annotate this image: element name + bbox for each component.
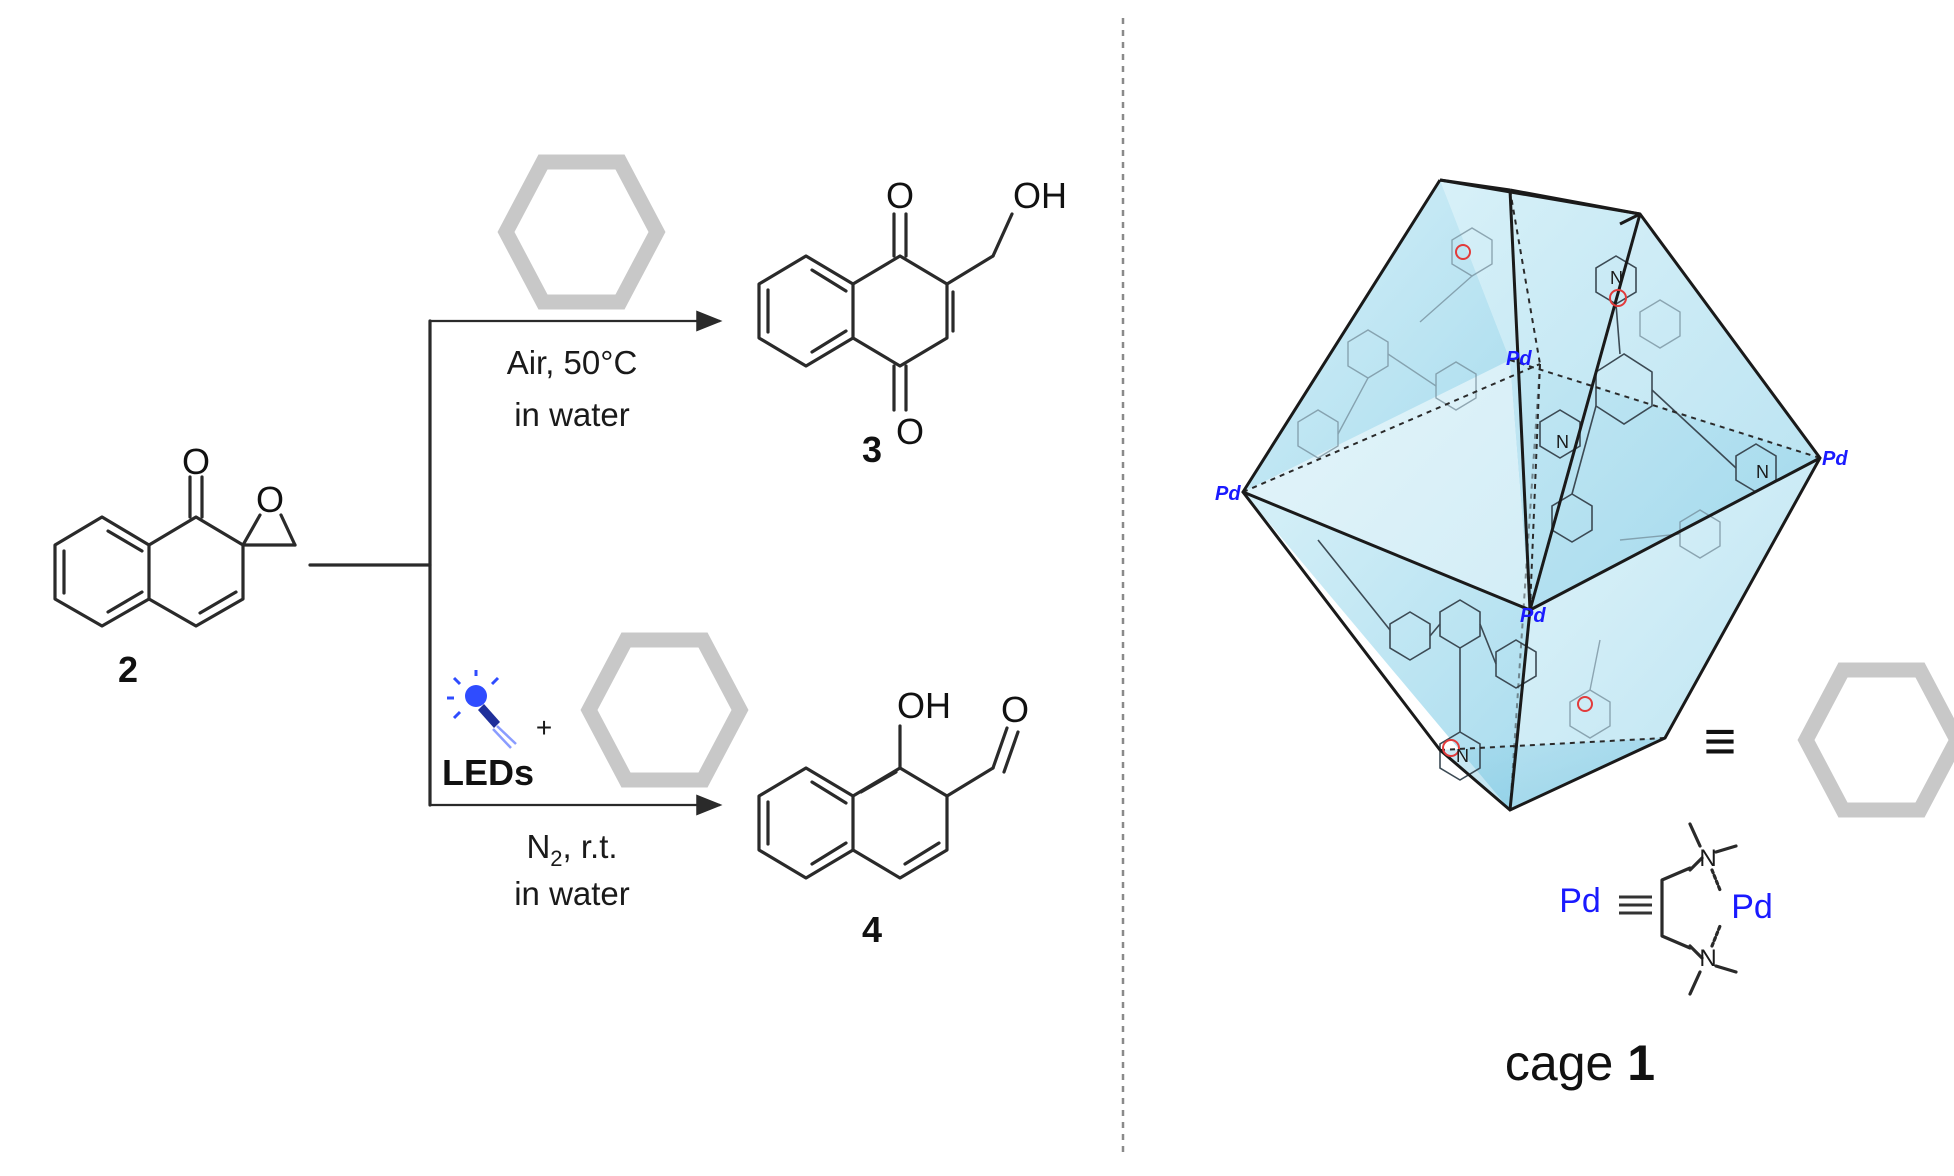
triple-bar-icon: ≡	[1704, 709, 1737, 772]
compound-2-structure	[53, 475, 297, 628]
legend-pd-label: Pd	[1559, 882, 1601, 920]
positive-charge-icon	[1442, 244, 1627, 757]
compound-4-label: 4	[862, 909, 882, 950]
cage-nitrogen-label: N	[1610, 268, 1623, 288]
cage-face-left-top	[1243, 180, 1510, 492]
cage-caption: cage 1	[1505, 1035, 1655, 1091]
reaction-branch-lines	[308, 319, 432, 807]
compound-3-bottom-oxygen: O	[896, 411, 924, 452]
guest-hexagon-icon-bottom	[580, 632, 749, 788]
compound-4-hydroxyl: OH	[897, 685, 951, 726]
compound-2-epoxide-oxygen: O	[256, 479, 284, 520]
compound-2-ketone-oxygen: O	[182, 441, 210, 482]
compound-4-aldehyde-oxygen: O	[1001, 689, 1029, 730]
compound-2-label: 2	[118, 649, 138, 690]
guest-hexagon-icon-cage	[1797, 662, 1954, 818]
compound-3-label: 3	[862, 429, 882, 470]
cage-face-left-bottom	[1243, 492, 1530, 810]
leds-label: LEDs	[442, 752, 534, 793]
cage-nitrogen-label: N	[1556, 432, 1569, 452]
legend-n-bottom: N	[1699, 945, 1716, 972]
top-conditions-line1: Air, 50°C	[507, 344, 638, 381]
blue-led-icon	[447, 670, 517, 749]
cage-pd-right: Pd	[1822, 448, 1848, 470]
plus-sign: +	[536, 712, 552, 743]
legend-pd-ring-label: Pd	[1731, 888, 1773, 926]
compound-3-hydroxyl: OH	[1013, 175, 1067, 216]
cage-1-octahedron	[1241, 178, 1822, 812]
cage-pd-left: Pd	[1215, 483, 1241, 505]
compound-3-top-oxygen: O	[886, 175, 914, 216]
compound-3-structure	[757, 212, 1014, 412]
cage-face-bottom	[1440, 738, 1665, 810]
guest-hexagon-icon-top	[497, 154, 666, 310]
cage-nitrogen-label: N	[1756, 462, 1769, 482]
legend-ethylenediamine-ring	[1660, 822, 1738, 996]
cage-nitrogen-label: N	[1456, 746, 1469, 766]
legend-n-top: N	[1699, 845, 1716, 872]
top-conditions-line2: in water	[514, 396, 630, 433]
cage-pd-center-top: Pd	[1506, 348, 1532, 370]
bottom-conditions-line2: in water	[514, 875, 630, 912]
legend-equals-sign	[1619, 895, 1652, 915]
cage-face-bottom-right	[1510, 458, 1820, 810]
bottom-conditions-line1: N2, r.t.	[526, 828, 617, 871]
cage-pd-center-bottom: Pd	[1520, 605, 1546, 627]
compound-4-structure	[757, 724, 1020, 880]
cage-face-top-right	[1440, 180, 1820, 610]
